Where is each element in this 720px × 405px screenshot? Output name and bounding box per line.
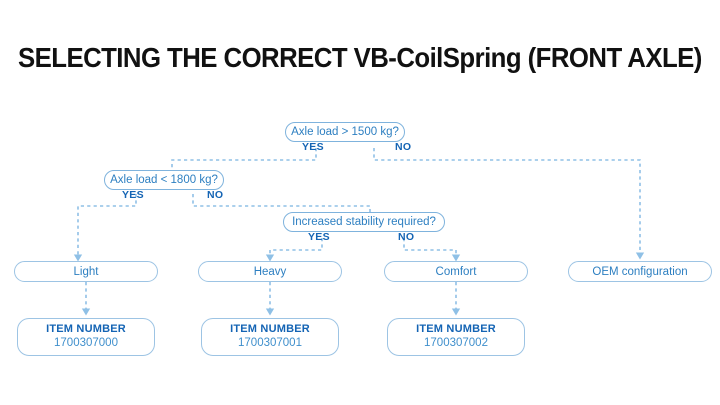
item-number-title: ITEM NUMBER bbox=[46, 323, 126, 336]
branch-label-d1-yes: YES bbox=[302, 141, 324, 153]
branch-label-d1-no: NO bbox=[395, 141, 412, 153]
decision-increased-stability[interactable]: Increased stability required? bbox=[283, 212, 445, 232]
branch-label-d2-no: NO bbox=[207, 189, 224, 201]
branch-label-d3-yes: YES bbox=[308, 231, 330, 243]
item-number-card-comfort[interactable]: ITEM NUMBER 1700307002 bbox=[387, 318, 525, 356]
result-label: OEM configuration bbox=[592, 265, 688, 278]
result-light[interactable]: Light bbox=[14, 261, 158, 282]
decision-label: Axle load < 1800 kg? bbox=[110, 174, 218, 186]
decision-label: Increased stability required? bbox=[292, 216, 436, 228]
item-number-value: 1700307000 bbox=[54, 336, 118, 349]
result-heavy[interactable]: Heavy bbox=[198, 261, 342, 282]
result-label: Heavy bbox=[253, 265, 287, 278]
result-label: Light bbox=[73, 265, 99, 278]
item-number-card-heavy[interactable]: ITEM NUMBER 1700307001 bbox=[201, 318, 339, 356]
item-number-value: 1700307001 bbox=[238, 336, 302, 349]
wire-d2-yes bbox=[73, 194, 137, 262]
wire-d2-no bbox=[192, 194, 371, 214]
result-label: Comfort bbox=[435, 265, 477, 278]
page-title: SELECTING THE CORRECT VB-CoilSpring (FRO… bbox=[18, 42, 702, 73]
decision-axle-load-1800[interactable]: Axle load < 1800 kg? bbox=[104, 170, 224, 190]
decision-axle-load-1500[interactable]: Axle load > 1500 kg? bbox=[285, 122, 405, 142]
item-number-value: 1700307002 bbox=[424, 336, 488, 349]
branch-label-d2-yes: YES bbox=[122, 189, 144, 201]
decision-label: Axle load > 1500 kg? bbox=[291, 126, 399, 138]
item-number-title: ITEM NUMBER bbox=[416, 323, 496, 336]
result-oem-configuration[interactable]: OEM configuration bbox=[568, 261, 712, 282]
item-number-card-light[interactable]: ITEM NUMBER 1700307000 bbox=[17, 318, 155, 356]
branch-label-d3-no: NO bbox=[398, 231, 415, 243]
wire-d1-yes bbox=[171, 148, 317, 172]
item-number-title: ITEM NUMBER bbox=[230, 323, 310, 336]
result-comfort[interactable]: Comfort bbox=[384, 261, 528, 282]
